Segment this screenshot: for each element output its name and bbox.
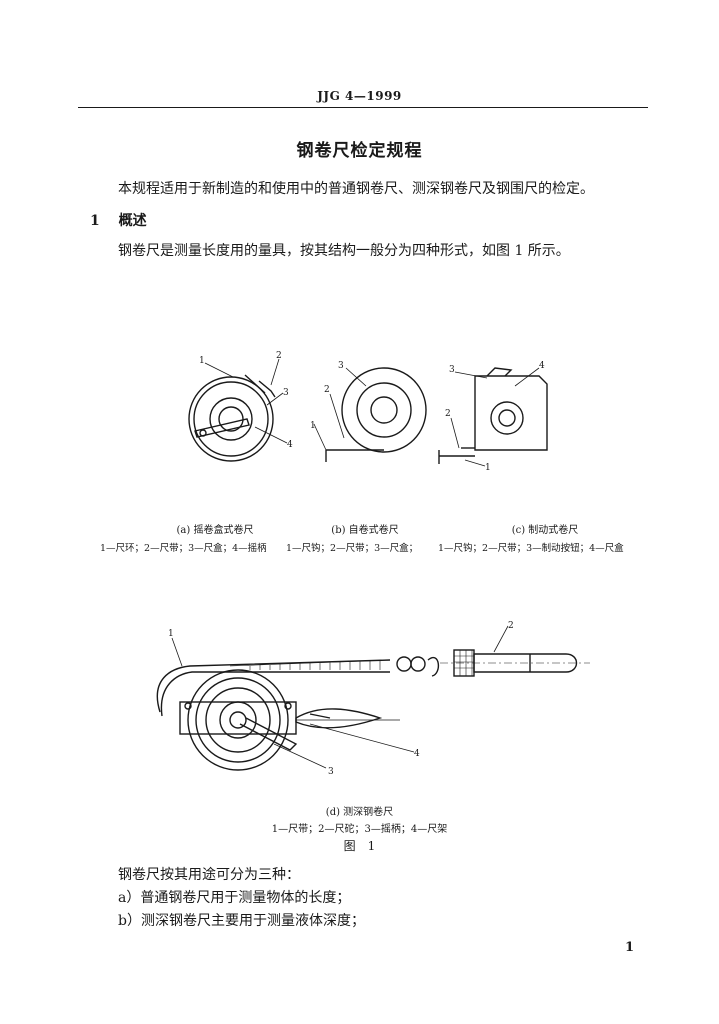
figure-b-self-retracting-tape: 2 3 1 (310, 361, 427, 462)
overview-paragraph: 钢卷尺是测量长度用的量具，按其结构一般分为四种形式，如图 1 所示。 (118, 243, 570, 259)
fig-d-label-3: 3 (328, 767, 334, 777)
fig-c-label-4: 4 (539, 361, 545, 371)
figure-a-crank-reel-tape: 1 2 3 4 (188, 351, 293, 462)
fig-a-label-2: 2 (276, 351, 282, 361)
fig-a-label-4: 4 (287, 440, 293, 450)
figure-c-brake-lock-tape: 3 4 2 1 (438, 361, 548, 473)
fig-c-label-1: 1 (485, 463, 491, 473)
figure-a-caption: (a) 摇卷盒式卷尺 (176, 525, 254, 536)
fig-c-label-2: 2 (445, 409, 451, 419)
figure-b-legend: 1—尺钩；2—尺带；3—尺盒； (286, 543, 419, 554)
fig-b-label-1: 1 (310, 421, 316, 431)
section-title: 概述 (118, 213, 147, 229)
figure-title: 图 1 (343, 839, 376, 853)
figure-c-legend: 1—尺钩；2—尺带；3—制动按钮；4—尺盒 (438, 543, 624, 554)
figure-a-legend: 1—尺环；2—尺带；3—尺盒；4—摇柄 (100, 543, 267, 554)
fig-b-label-2: 2 (324, 385, 330, 395)
intro-paragraph: 本规程适用于新制造的和使用中的普通钢卷尺、测深钢卷尺及钢围尺的检定。 (118, 181, 594, 197)
fig-d-label-2: 2 (508, 621, 514, 631)
fig-a-label-3: 3 (283, 388, 289, 398)
document-title: 钢卷尺检定规程 (296, 141, 423, 161)
header-standard-code: JJG 4—1999 (317, 89, 402, 103)
page-number: 1 (625, 940, 635, 955)
figure-d-caption: (d) 测深钢卷尺 (325, 807, 394, 818)
usage-paragraph: 钢卷尺按其用途可分为三种： (118, 867, 300, 883)
section-number: 1 (90, 213, 100, 229)
section-1-heading: 1 概述 (90, 210, 147, 230)
header-rule (78, 107, 648, 108)
usage-item-b: b）测深钢卷尺主要用于测量液体深度； (118, 913, 365, 929)
usage-item-a: a）普通钢卷尺用于测量物体的长度； (118, 890, 351, 906)
figure-d-depth-tape: 1 2 3 4 (156, 621, 590, 777)
fig-d-label-4: 4 (414, 749, 420, 759)
fig-a-label-1: 1 (199, 356, 205, 366)
fig-d-label-1: 1 (168, 629, 174, 639)
figure-b-caption: (b) 自卷式卷尺 (331, 525, 399, 536)
fig-c-label-3: 3 (449, 365, 455, 375)
figure-d-legend: 1—尺带；2—尺砣；3—摇柄；4—尺架 (271, 824, 448, 835)
figure-c-caption: (c) 制动式卷尺 (511, 525, 579, 536)
fig-b-label-3: 3 (338, 361, 344, 371)
